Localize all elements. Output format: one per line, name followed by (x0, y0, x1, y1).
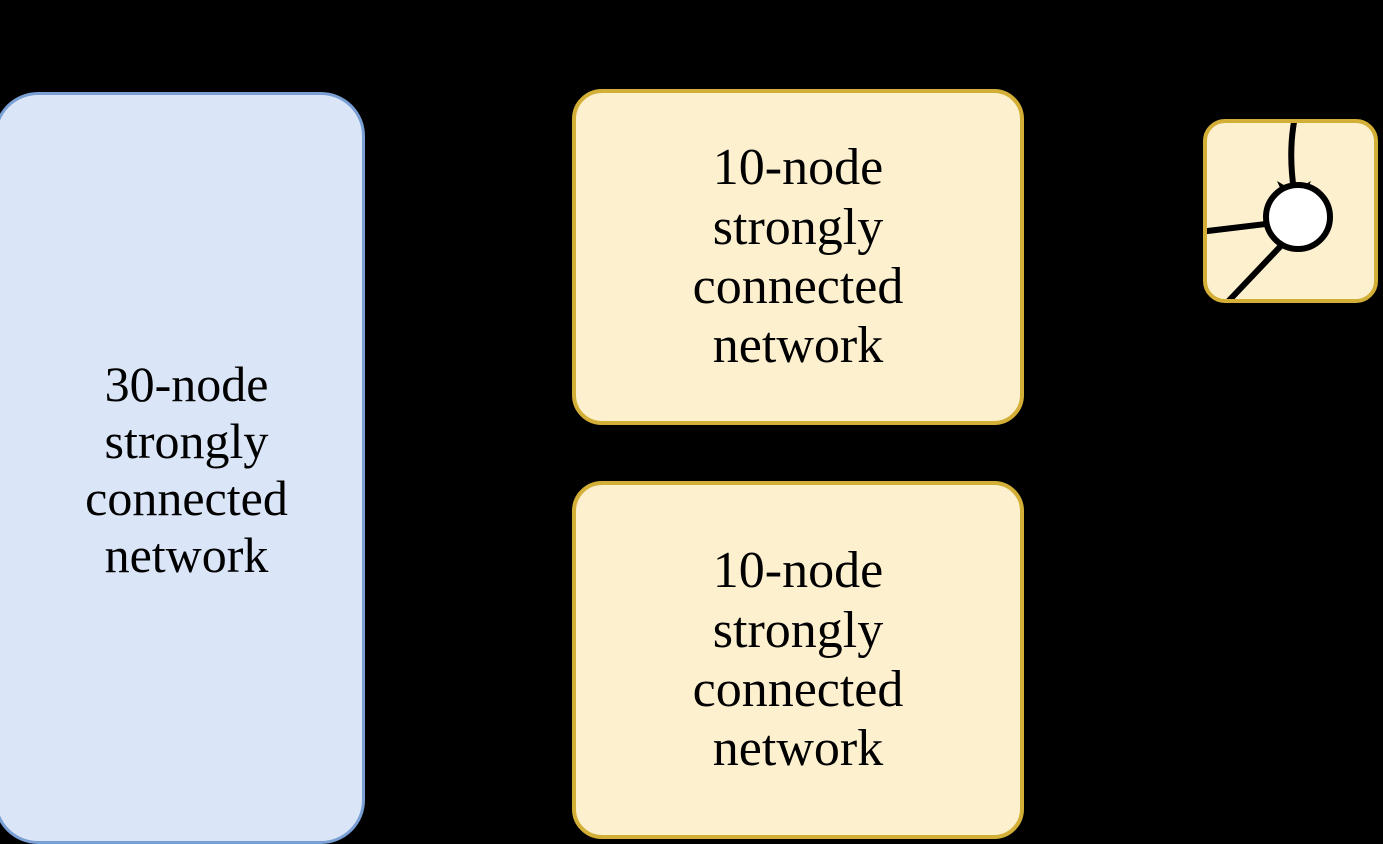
group-network-10-b[interactable]: 10-node strongly connected network (572, 481, 1024, 839)
group-single-node-detail[interactable] (1203, 119, 1378, 303)
network-node-circle[interactable] (1263, 182, 1333, 252)
group-network-10-a-label: 10-node strongly connected network (692, 139, 904, 375)
group-network-30[interactable]: 30-node strongly connected network (0, 92, 365, 844)
group-network-10-b-label: 10-node strongly connected network (692, 542, 904, 778)
incoming-edge-path (1288, 123, 1297, 192)
group-network-10-a[interactable]: 10-node strongly connected network (572, 89, 1024, 425)
group-network-30-label: 30-node strongly connected network (85, 356, 288, 583)
node-detail-graphic (1207, 123, 1333, 299)
